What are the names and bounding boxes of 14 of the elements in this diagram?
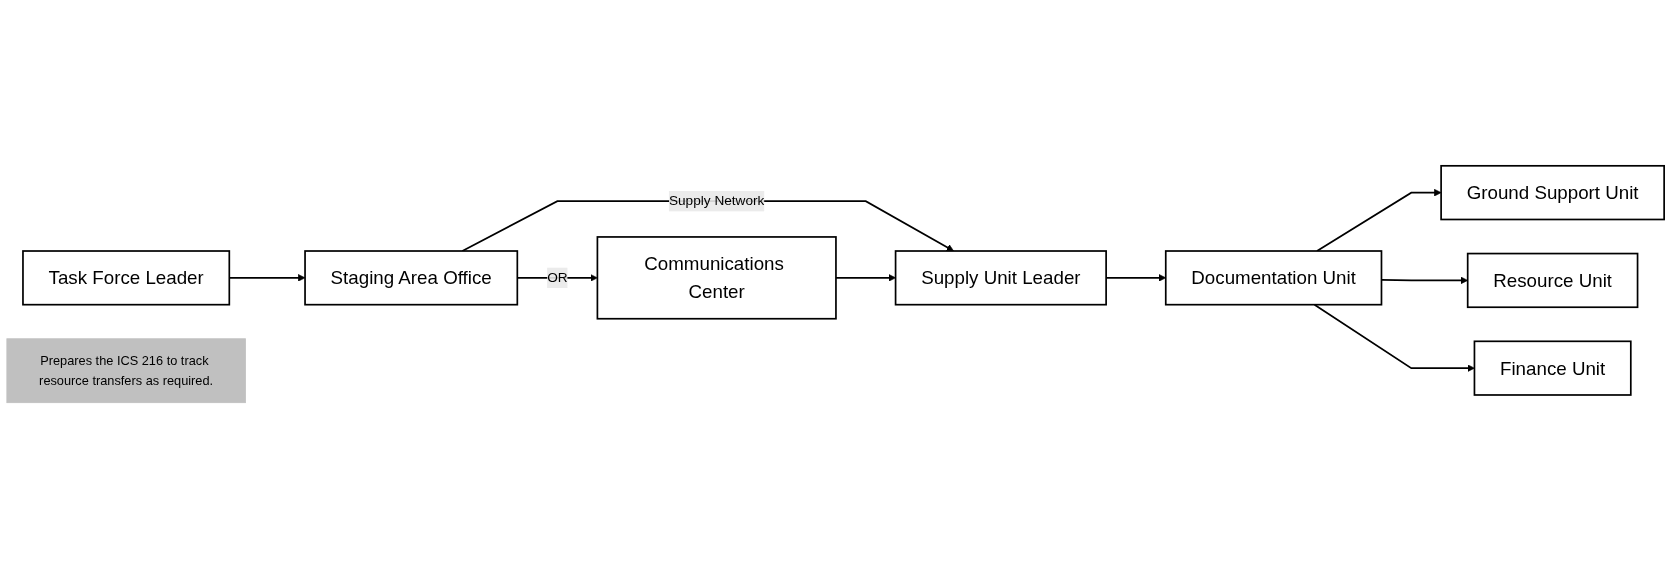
edge-label: Supply Network (668, 193, 765, 208)
arrow (835, 273, 896, 282)
edge-label: OR (547, 269, 568, 285)
node-box: Communications Center (596, 235, 837, 320)
node-box: Finance Unit (1473, 340, 1632, 396)
node-box: Ground Support Unit (1440, 164, 1665, 221)
arrow (1313, 303, 1475, 372)
node-box: Documentation Unit (1164, 249, 1383, 306)
node-box: Supply Unit Leader (894, 249, 1107, 306)
node-box: Staging Area Office (304, 249, 519, 306)
node-box: Prepares the ICS 216 to track resource transfers as required. (6, 338, 246, 403)
node-box: Task Force Leader (22, 249, 231, 306)
node-box: Resource Unit (1466, 252, 1639, 308)
arrow (1316, 188, 1442, 252)
